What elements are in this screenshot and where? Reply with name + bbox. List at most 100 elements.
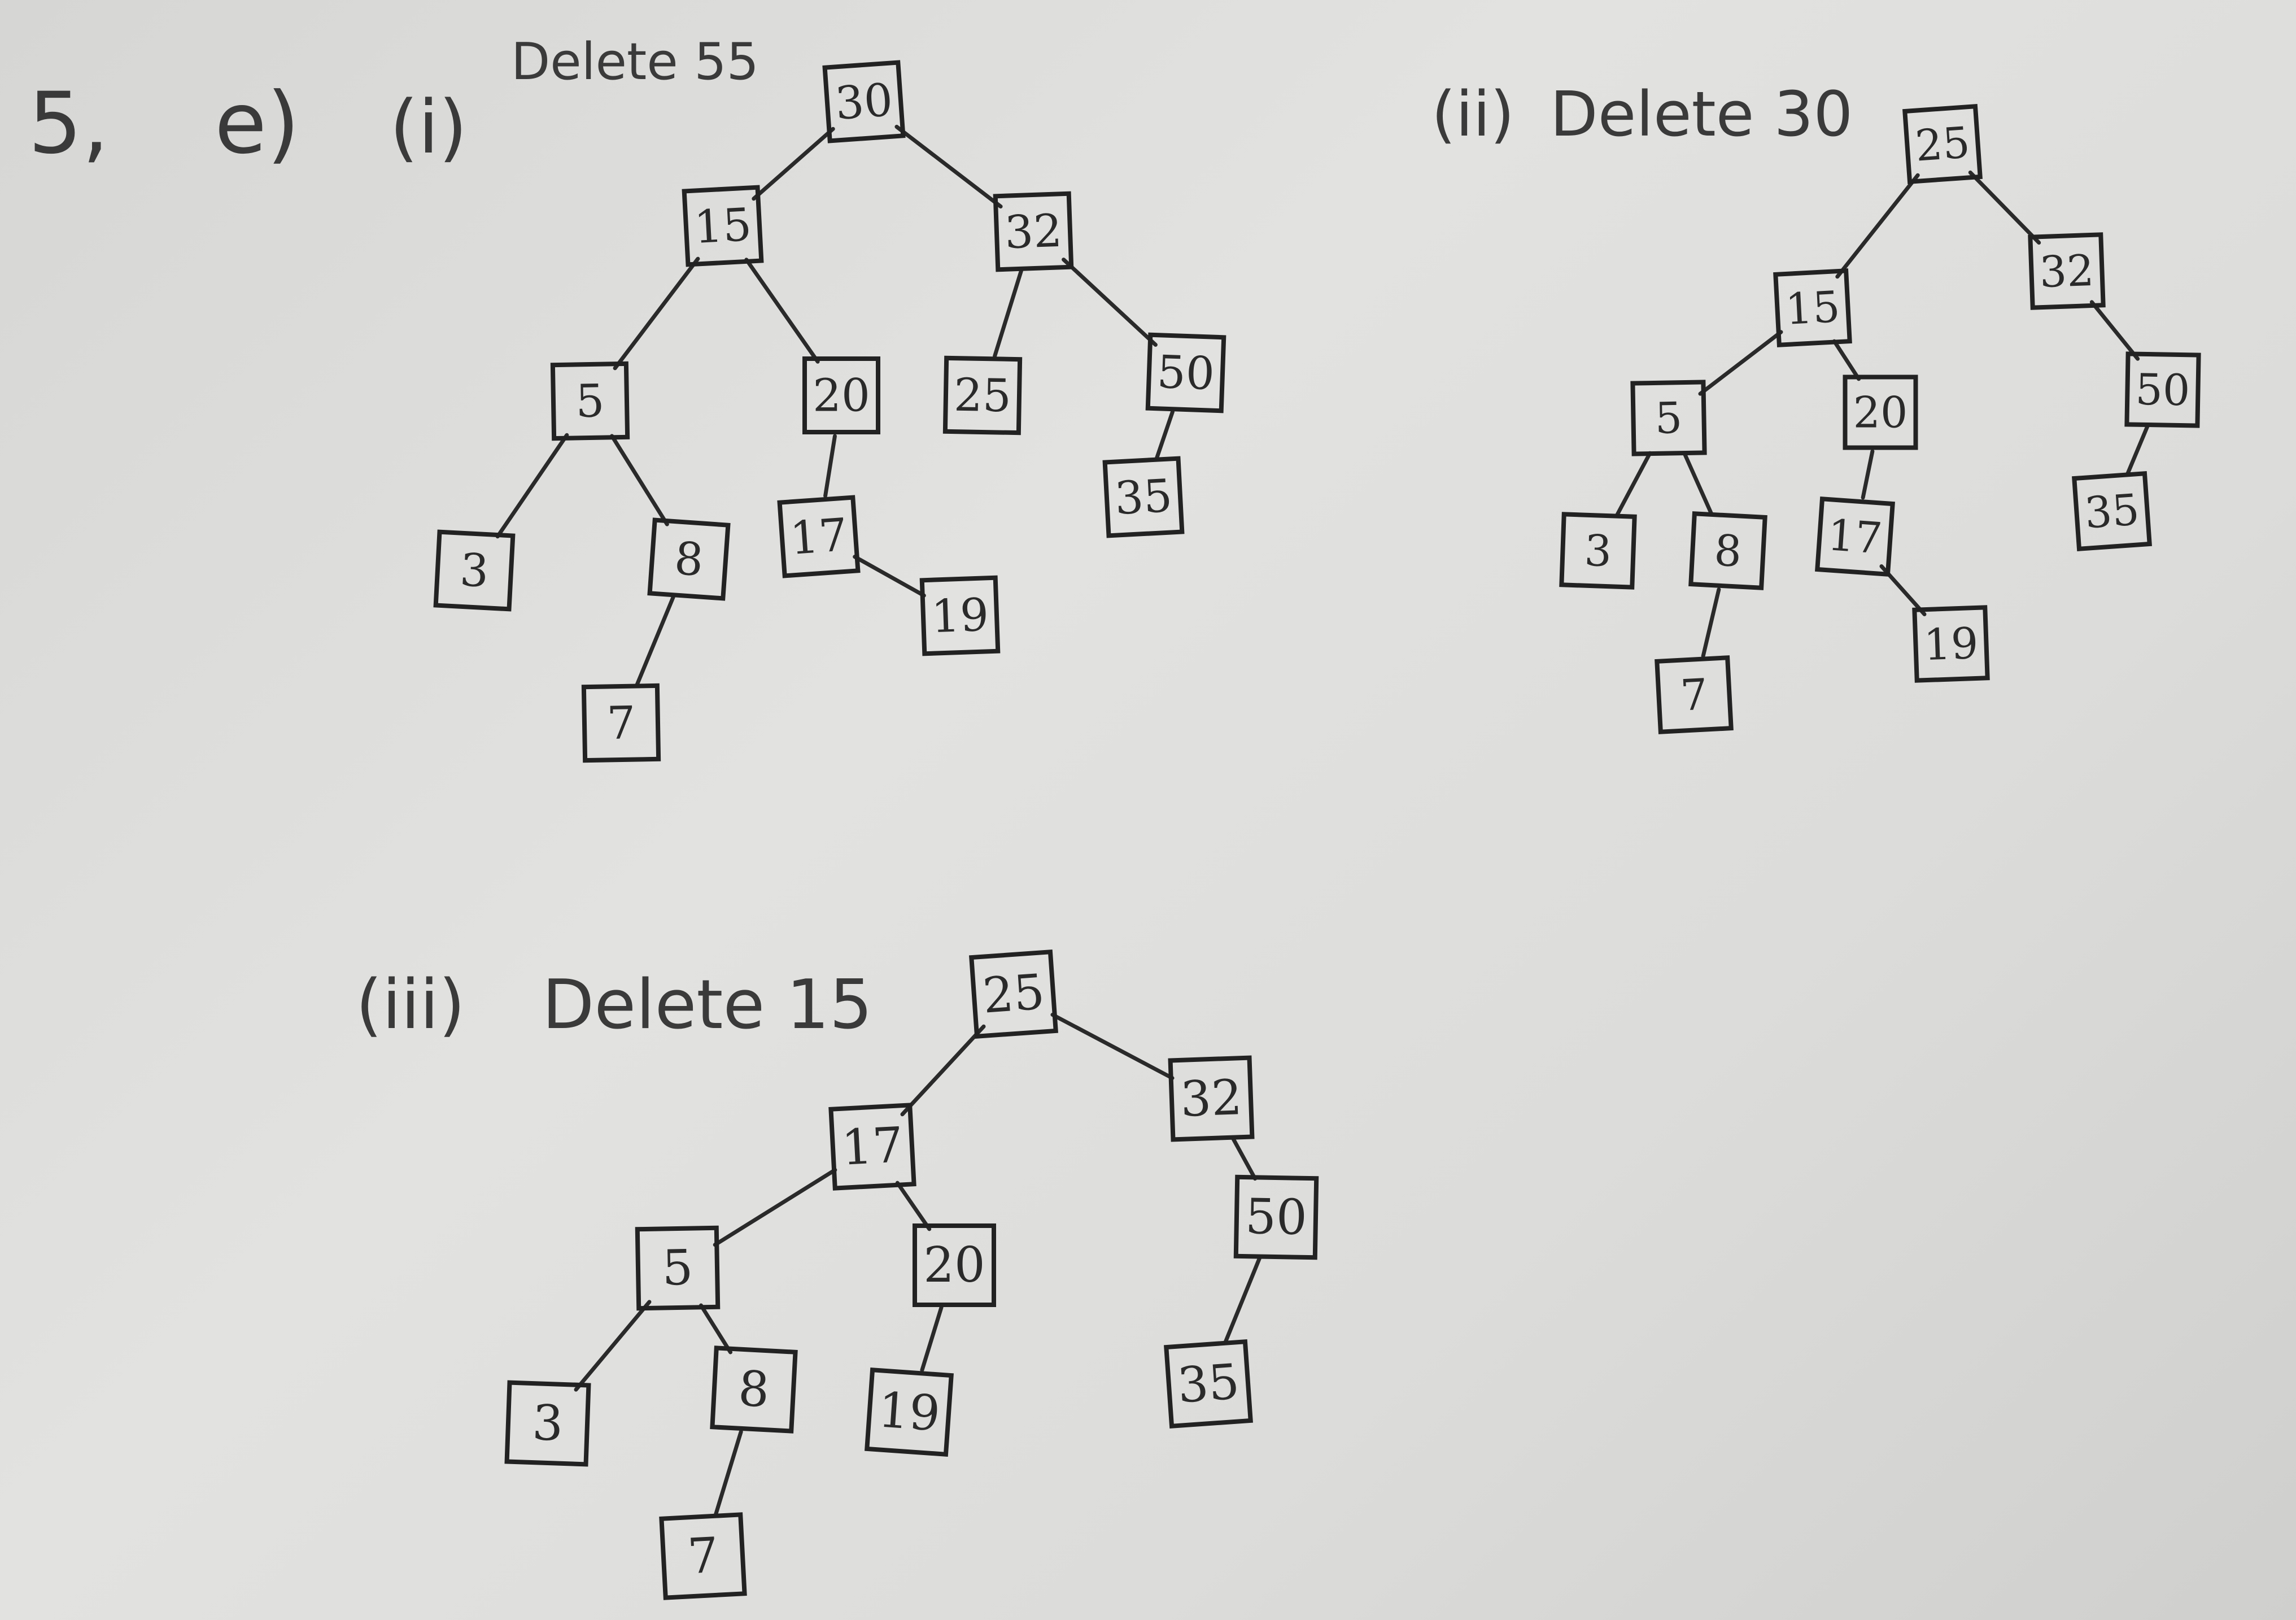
node-value: 17: [788, 508, 849, 565]
tree-node: 15: [1773, 268, 1852, 347]
tree-edge: [1155, 410, 1175, 460]
tree-edge: [1968, 170, 2041, 245]
node-value: 35: [1114, 469, 1174, 525]
node-box: [1688, 511, 1767, 590]
node-value: 35: [1176, 1353, 1241, 1414]
node-value: 20: [923, 1237, 985, 1294]
tree-node: 17: [828, 1103, 916, 1191]
tree-edge: [894, 124, 1003, 209]
tree-edge: [853, 555, 926, 598]
tree-node: 25: [969, 950, 1058, 1039]
node-box: [913, 1223, 996, 1307]
tree-node: 32: [993, 191, 1074, 272]
node-box: [647, 517, 731, 601]
tree-edge: [1050, 1012, 1175, 1081]
node-box: [2028, 232, 2106, 310]
node-value: 3: [1583, 525, 1612, 577]
tree-edge: [744, 258, 820, 364]
node-box: [1815, 497, 1895, 577]
tree-node: 20: [1843, 374, 1918, 450]
tree-node: 15: [682, 185, 764, 267]
node-value: 7: [686, 1527, 720, 1586]
tree-node: 5: [550, 361, 630, 441]
node-value: 19: [876, 1382, 942, 1442]
tree-node: 7: [659, 1512, 747, 1600]
tree-edge: [495, 433, 569, 539]
node-box: [1655, 655, 1734, 734]
node-box: [1233, 1174, 1319, 1260]
node-box: [942, 355, 1023, 436]
node-box: [2124, 351, 2201, 428]
node-value: 50: [1245, 1188, 1307, 1246]
tree-node: 8: [647, 517, 731, 601]
node-box: [1843, 374, 1918, 450]
panel-iii-title: Delete 15: [542, 966, 872, 1044]
tree-edge: [920, 1305, 944, 1372]
node-box: [1630, 380, 1707, 456]
tree-node: 5: [1630, 380, 1707, 456]
tree-node: 35: [2072, 471, 2152, 551]
tree-node: 32: [1168, 1055, 1255, 1142]
panel-i-title: Delete 55: [511, 32, 759, 92]
tree-edge: [2125, 424, 2150, 477]
part-label: e): [215, 75, 300, 173]
node-value: 25: [981, 964, 1046, 1024]
tree-edge: [752, 127, 835, 201]
tree-edge: [1832, 339, 1861, 381]
node-box: [865, 1368, 954, 1457]
node-box: [822, 60, 906, 143]
panel-i-prefix: (i): [390, 84, 468, 170]
tree-node: 3: [433, 529, 516, 612]
tree-edge: [895, 1181, 932, 1231]
node-value: 19: [1923, 618, 1979, 670]
node-box: [1902, 104, 1983, 184]
tree-edge: [714, 1430, 743, 1516]
tree-node: 25: [1902, 104, 1983, 184]
node-value: 17: [1826, 509, 1884, 564]
tree-node: 35: [1102, 456, 1185, 538]
node-box: [504, 1380, 591, 1467]
node-box: [777, 495, 861, 578]
tree-node: 17: [1815, 497, 1895, 577]
tree-edge: [635, 595, 675, 687]
tree-node: 20: [802, 356, 880, 434]
node-box: [969, 950, 1058, 1039]
node-box: [1773, 268, 1852, 347]
node-value: 20: [813, 369, 870, 422]
tree-node: 50: [1145, 332, 1226, 413]
node-value: 3: [531, 1395, 564, 1452]
tree-node: 20: [913, 1223, 996, 1307]
tree-edge: [1223, 1256, 1262, 1345]
node-box: [919, 575, 1001, 656]
tree-node: 3: [1559, 512, 1637, 590]
node-box: [1102, 456, 1185, 538]
node-value: 15: [1784, 281, 1841, 334]
tree-edge: [610, 434, 669, 526]
node-value: 15: [693, 198, 753, 254]
tree-node: 19: [1912, 605, 1990, 683]
node-value: 19: [931, 589, 990, 643]
node-box: [1168, 1055, 1255, 1142]
tree-edge: [713, 1168, 837, 1247]
node-value: 30: [833, 73, 894, 130]
tree-node: 3: [504, 1380, 591, 1467]
node-box: [550, 361, 630, 441]
tree-node: 35: [1164, 1339, 1253, 1429]
node-value: 20: [1853, 387, 1908, 438]
node-box: [1912, 605, 1990, 683]
node-value: 32: [1180, 1069, 1243, 1128]
node-box: [682, 185, 764, 267]
panel-ii-prefix: (ii): [1431, 78, 1514, 150]
tree-edge: [2089, 300, 2140, 361]
node-value: 8: [1713, 525, 1743, 576]
node-box: [659, 1512, 747, 1600]
tree-edge: [1861, 449, 1875, 500]
tree-node: 32: [2028, 232, 2106, 310]
